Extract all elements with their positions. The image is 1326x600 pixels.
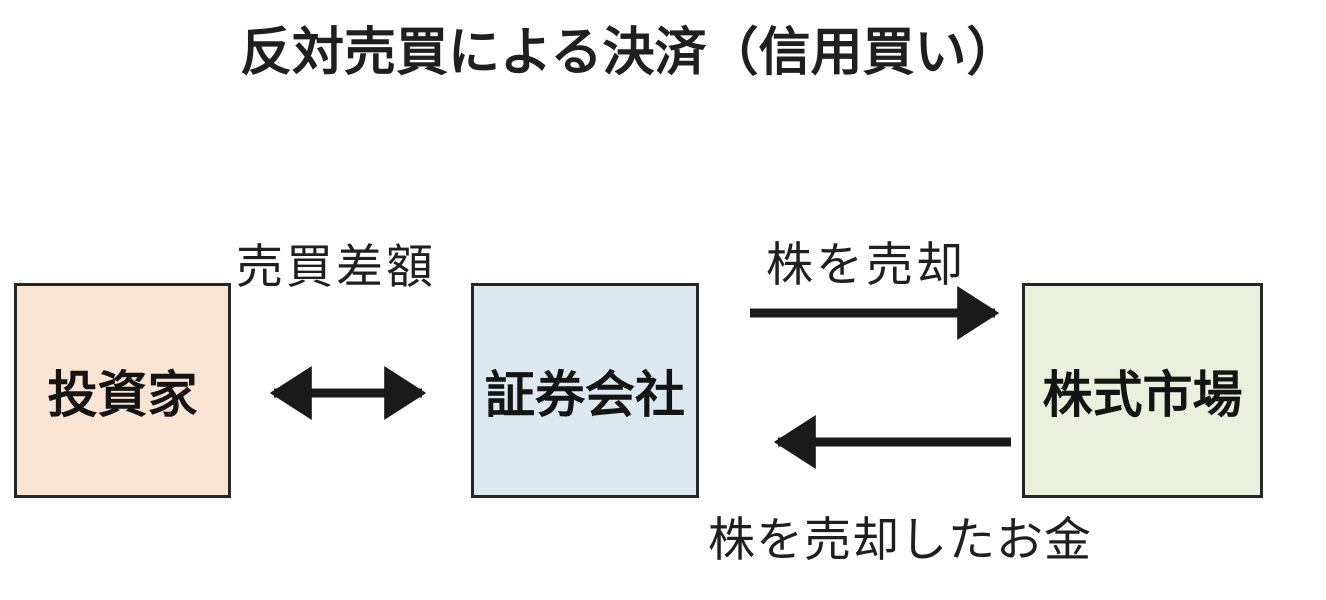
- node-market-label: 株式市場: [1042, 366, 1243, 423]
- edge-label-sale-proceeds: 株を売却したお金: [708, 513, 1092, 566]
- node-market: 株式市場: [1022, 283, 1263, 498]
- edge-label-trade-difference: 売買差額: [236, 240, 436, 293]
- node-securities-label: 証券会社: [485, 366, 685, 423]
- node-investor: 投資家: [14, 283, 231, 498]
- node-securities: 証券会社: [471, 283, 699, 498]
- node-investor-label: 投資家: [47, 366, 198, 423]
- edge-label-sell-shares: 株を売却: [766, 238, 966, 291]
- diagram-title: 反対売買による決済（信用買い）: [240, 24, 1019, 82]
